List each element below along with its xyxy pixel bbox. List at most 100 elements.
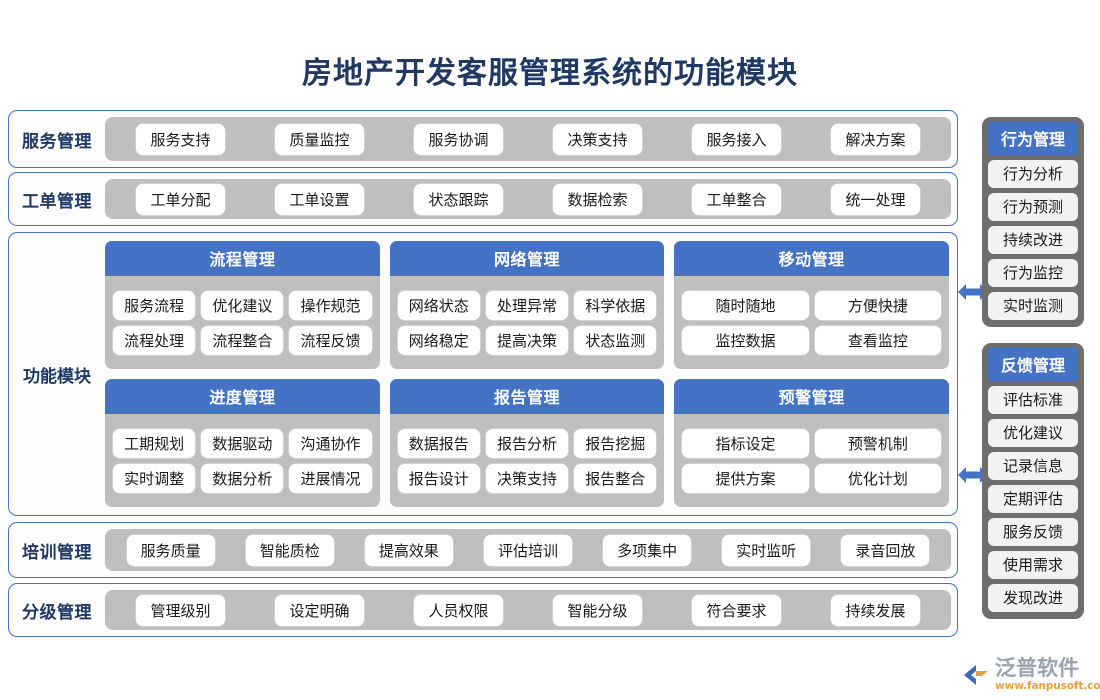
row-pill-band: 服务质量 智能质检 提高效果 评估培训 多项集中 实时监听 录音回放: [105, 529, 951, 571]
module-body: 工期规划 数据驱动 沟通协作 实时调整 数据分析 进展情况: [105, 414, 380, 507]
side-item[interactable]: 评估标准: [988, 386, 1078, 414]
pill-item[interactable]: 指标设定: [682, 428, 809, 458]
pill-item[interactable]: 流程整合: [201, 325, 284, 355]
pill-item[interactable]: 多项集中: [603, 534, 692, 566]
pill-item[interactable]: 工期规划: [113, 428, 196, 458]
module-row: 流程处理 流程整合 流程反馈: [113, 325, 372, 355]
pill-item[interactable]: 持续发展: [831, 594, 920, 626]
pill-item[interactable]: 决策支持: [553, 123, 642, 155]
pill-item[interactable]: 符合要求: [692, 594, 781, 626]
row-label: 培训管理: [22, 542, 92, 563]
pill-item[interactable]: 报告设计: [397, 463, 480, 493]
pill-item[interactable]: 进展情况: [289, 463, 372, 493]
row-training-management: 培训管理 服务质量 智能质检 提高效果 评估培训 多项集中 实时监听 录音回放: [8, 522, 958, 578]
row-grading-management: 分级管理 管理级别 设定明确 人员权限 智能分级 符合要求 持续发展: [8, 583, 958, 637]
row-service-management: 服务管理 服务支持 质量监控 服务协调 决策支持 服务接入 解决方案: [8, 110, 958, 168]
module-grid: 流程管理 服务流程 优化建议 操作规范 流程处理 流程整合 流程反馈 网络管理: [105, 233, 957, 515]
pill-item[interactable]: 实时监听: [722, 534, 811, 566]
function-modules-panel: 功能模块 流程管理 服务流程 优化建议 操作规范 流程处理 流程整合 流程反馈: [8, 232, 958, 516]
pill-item[interactable]: 人员权限: [414, 594, 503, 626]
pill-item[interactable]: 服务协调: [414, 123, 503, 155]
module-card-alert: 预警管理 指标设定 预警机制 提供方案 优化计划: [674, 379, 949, 507]
pill-item[interactable]: 服务支持: [136, 123, 225, 155]
side-column-feedback-management: 反馈管理 评估标准 优化建议 记录信息 定期评估 服务反馈 使用需求 发现改进: [982, 343, 1084, 619]
side-column-title: 行为管理: [988, 122, 1078, 155]
pill-item[interactable]: 处理异常: [485, 290, 569, 320]
pill-item[interactable]: 统一处理: [831, 183, 920, 215]
fanpu-logo-icon: [964, 665, 988, 685]
module-card-progress: 进度管理 工期规划 数据驱动 沟通协作 实时调整 数据分析 进展情况: [105, 379, 380, 507]
pill-item[interactable]: 智能分级: [553, 594, 642, 626]
pill-item[interactable]: 质量监控: [275, 123, 364, 155]
pill-item[interactable]: 报告挖掘: [574, 428, 657, 458]
side-item[interactable]: 优化建议: [988, 419, 1078, 447]
logo-text: 泛普软件 www.fanpusoft.com: [995, 658, 1100, 692]
pill-item[interactable]: 随时随地: [682, 290, 809, 320]
side-item[interactable]: 行为监控: [988, 259, 1078, 287]
pill-item[interactable]: 录音回放: [841, 534, 930, 566]
module-title: 网络管理: [389, 241, 665, 276]
row-label: 工单管理: [22, 191, 92, 212]
pill-item[interactable]: 决策支持: [485, 463, 569, 493]
module-row: 服务流程 优化建议 操作规范: [113, 290, 372, 320]
pill-item[interactable]: 设定明确: [275, 594, 364, 626]
pill-item[interactable]: 提供方案: [682, 463, 809, 493]
side-item[interactable]: 持续改进: [988, 226, 1078, 254]
pill-item[interactable]: 报告分析: [485, 428, 569, 458]
pill-item[interactable]: 解决方案: [831, 123, 920, 155]
side-item[interactable]: 使用需求: [988, 551, 1078, 579]
pill-item[interactable]: 沟通协作: [289, 428, 372, 458]
module-row: 网络稳定 提高决策 状态监测: [397, 325, 657, 355]
side-item[interactable]: 行为预测: [988, 193, 1078, 221]
module-title: 进度管理: [105, 379, 380, 414]
pill-item[interactable]: 工单设置: [275, 183, 364, 215]
side-item[interactable]: 实时监测: [988, 292, 1078, 320]
pill-item[interactable]: 监控数据: [682, 325, 809, 355]
side-item[interactable]: 服务反馈: [988, 518, 1078, 546]
logo-name: 泛普软件: [995, 656, 1079, 681]
pill-item[interactable]: 服务接入: [692, 123, 781, 155]
pill-item[interactable]: 网络状态: [397, 290, 480, 320]
pill-item[interactable]: 管理级别: [136, 594, 225, 626]
module-title: 报告管理: [389, 379, 665, 414]
side-item[interactable]: 发现改进: [988, 584, 1078, 612]
side-item[interactable]: 定期评估: [988, 485, 1078, 513]
pill-item[interactable]: 数据分析: [201, 463, 284, 493]
panel-label: 功能模块: [23, 366, 91, 387]
pill-item[interactable]: 服务质量: [126, 534, 215, 566]
module-card-mobile: 移动管理 随时随地 方便快捷 监控数据 查看监控: [674, 241, 949, 369]
pill-item[interactable]: 报告整合: [574, 463, 657, 493]
side-item[interactable]: 记录信息: [988, 452, 1078, 480]
pill-item[interactable]: 数据报告: [397, 428, 480, 458]
pill-item[interactable]: 工单整合: [692, 183, 781, 215]
pill-item[interactable]: 优化建议: [201, 290, 284, 320]
pill-item[interactable]: 状态跟踪: [414, 183, 503, 215]
row-pill-band: 服务支持 质量监控 服务协调 决策支持 服务接入 解决方案: [105, 117, 951, 161]
row-ticket-management: 工单管理 工单分配 工单设置 状态跟踪 数据检索 工单整合 统一处理: [8, 172, 958, 226]
pill-item[interactable]: 工单分配: [136, 183, 225, 215]
module-row: 指标设定 预警机制: [682, 428, 941, 458]
pill-item[interactable]: 提高决策: [485, 325, 569, 355]
pill-item[interactable]: 方便快捷: [814, 290, 941, 320]
pill-item[interactable]: 服务流程: [113, 290, 196, 320]
pill-item[interactable]: 查看监控: [814, 325, 941, 355]
side-item[interactable]: 行为分析: [988, 160, 1078, 188]
module-body: 数据报告 报告分析 报告挖掘 报告设计 决策支持 报告整合: [390, 414, 665, 507]
pill-item[interactable]: 实时调整: [113, 463, 196, 493]
pill-item[interactable]: 网络稳定: [397, 325, 480, 355]
pill-item[interactable]: 流程处理: [113, 325, 196, 355]
pill-item[interactable]: 操作规范: [289, 290, 372, 320]
double-arrow-icon: [958, 467, 988, 483]
pill-item[interactable]: 数据检索: [553, 183, 642, 215]
module-row: 报告设计 决策支持 报告整合: [397, 463, 657, 493]
pill-item[interactable]: 科学依据: [574, 290, 657, 320]
pill-item[interactable]: 状态监测: [574, 325, 657, 355]
pill-item[interactable]: 数据驱动: [201, 428, 284, 458]
page-title: 房地产开发客服管理系统的功能模块: [302, 56, 798, 91]
pill-item[interactable]: 流程反馈: [289, 325, 372, 355]
pill-item[interactable]: 智能质检: [245, 534, 334, 566]
pill-item[interactable]: 预警机制: [814, 428, 941, 458]
pill-item[interactable]: 优化计划: [814, 463, 941, 493]
pill-item[interactable]: 评估培训: [483, 534, 572, 566]
pill-item[interactable]: 提高效果: [364, 534, 453, 566]
